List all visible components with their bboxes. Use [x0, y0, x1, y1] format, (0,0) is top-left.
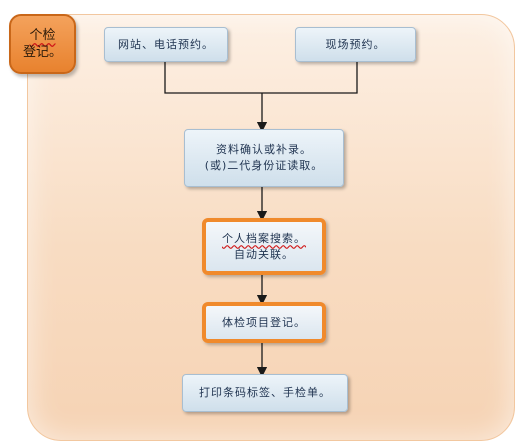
node-online-booking: 网站、电话预约。	[104, 27, 228, 62]
node-onsite-booking: 现场预约。	[295, 27, 416, 62]
tag-line1: 个检	[29, 28, 56, 43]
node-archive-search: 个人档案搜索。 自动关联。	[202, 218, 326, 275]
tag-line2: 登记。	[22, 45, 62, 60]
node-confirm-info: 资料确认或补录。 (或)二代身份证读取。	[184, 129, 344, 187]
node-onsite-booking-label: 现场预约。	[325, 37, 386, 51]
node-exam-register-label: 体检项目登记。	[222, 315, 306, 329]
node-exam-register: 体检项目登记。	[202, 302, 326, 343]
node-print-labels: 打印条码标签、手检单。	[182, 374, 348, 412]
node-print-labels-label: 打印条码标签、手检单。	[199, 386, 331, 399]
node-archive-line2: 自动关联。	[234, 247, 294, 261]
node-archive-line1: 个人档案搜索。	[222, 231, 306, 245]
connector-merge	[164, 62, 358, 94]
node-confirm-line1: 资料确认或补录。	[216, 143, 312, 156]
registration-tag: 个检 登记。	[9, 14, 76, 74]
node-confirm-line2: (或)二代身份证读取。	[204, 159, 324, 172]
node-online-booking-label: 网站、电话预约。	[118, 37, 214, 51]
